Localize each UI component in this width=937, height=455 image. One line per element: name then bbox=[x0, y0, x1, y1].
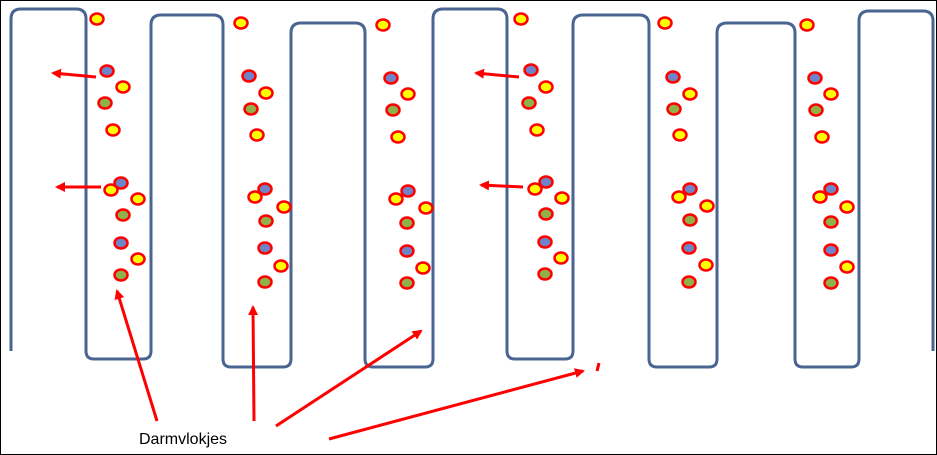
pointer-arrow bbox=[275, 329, 423, 428]
particle-green bbox=[808, 103, 824, 117]
particle-green bbox=[538, 207, 554, 221]
absorption-arrow bbox=[479, 180, 524, 191]
particle-yellow bbox=[553, 251, 569, 265]
particle-yellow bbox=[247, 190, 263, 204]
particle-green bbox=[823, 276, 839, 290]
particle-yellow bbox=[249, 128, 265, 142]
particle-blue bbox=[400, 184, 416, 198]
particle-blue bbox=[241, 69, 257, 83]
particle-green bbox=[682, 213, 698, 227]
pointer-arrow bbox=[248, 305, 259, 422]
particle-yellow bbox=[276, 200, 292, 214]
arrow-tick bbox=[595, 362, 601, 372]
particle-yellow bbox=[418, 201, 434, 215]
absorption-arrow bbox=[474, 68, 520, 79]
particle-blue bbox=[823, 182, 839, 196]
particle-yellow bbox=[130, 192, 146, 206]
particle-blue bbox=[681, 241, 697, 255]
particle-yellow bbox=[513, 12, 529, 26]
particle-yellow bbox=[103, 183, 119, 197]
pointer-arrow bbox=[328, 368, 585, 441]
particle-green bbox=[257, 275, 273, 289]
particle-yellow bbox=[814, 130, 830, 144]
particle-yellow bbox=[538, 80, 554, 94]
particle-yellow bbox=[105, 123, 121, 137]
particle-blue bbox=[383, 71, 399, 85]
particle-blue bbox=[538, 175, 554, 189]
particle-yellow bbox=[839, 200, 855, 214]
particle-green bbox=[399, 216, 415, 230]
particle-yellow bbox=[400, 87, 416, 101]
particle-green bbox=[97, 96, 113, 110]
particle-yellow bbox=[390, 130, 406, 144]
particle-blue bbox=[113, 236, 129, 250]
particle-yellow bbox=[130, 252, 146, 266]
particle-blue bbox=[823, 243, 839, 257]
particle-blue bbox=[113, 176, 129, 190]
particle-green bbox=[666, 102, 682, 116]
particle-yellow bbox=[115, 80, 131, 94]
particle-yellow bbox=[89, 12, 105, 26]
particle-yellow bbox=[799, 18, 815, 32]
particle-yellow bbox=[698, 258, 714, 272]
particle-yellow bbox=[388, 192, 404, 206]
particle-yellow bbox=[671, 190, 687, 204]
particle-yellow bbox=[273, 259, 289, 273]
particle-blue bbox=[537, 235, 553, 249]
particle-blue bbox=[682, 182, 698, 196]
villi-wall-outline bbox=[9, 7, 935, 369]
particle-green bbox=[113, 268, 129, 282]
particle-yellow bbox=[682, 87, 698, 101]
particle-yellow bbox=[657, 16, 673, 30]
particle-blue bbox=[665, 70, 681, 84]
particle-yellow bbox=[375, 18, 391, 32]
particle-yellow bbox=[258, 86, 274, 100]
particle-yellow bbox=[839, 260, 855, 274]
particle-yellow bbox=[812, 190, 828, 204]
particle-green bbox=[521, 96, 537, 110]
particle-blue bbox=[257, 182, 273, 196]
particle-blue bbox=[399, 244, 415, 258]
particle-green bbox=[681, 275, 697, 289]
particle-green bbox=[537, 267, 553, 281]
particle-green bbox=[399, 276, 415, 290]
particle-yellow bbox=[415, 261, 431, 275]
villi-label: Darmvlokjes bbox=[139, 431, 228, 448]
particle-blue bbox=[807, 71, 823, 85]
particle-yellow bbox=[233, 16, 249, 30]
particle-yellow bbox=[529, 123, 545, 137]
particle-blue bbox=[99, 64, 115, 78]
particle-green bbox=[258, 214, 274, 228]
particle-yellow bbox=[527, 182, 543, 196]
particle-green bbox=[115, 208, 131, 222]
particle-yellow bbox=[554, 191, 570, 205]
pointer-arrow bbox=[114, 289, 159, 422]
particle-blue bbox=[523, 63, 539, 77]
particle-yellow bbox=[823, 87, 839, 101]
particle-green bbox=[385, 103, 401, 117]
particle-yellow bbox=[699, 199, 715, 213]
particle-green bbox=[823, 215, 839, 229]
absorption-arrow bbox=[51, 68, 97, 79]
particle-yellow bbox=[672, 128, 688, 142]
particle-green bbox=[243, 102, 259, 116]
particle-blue bbox=[257, 241, 273, 255]
